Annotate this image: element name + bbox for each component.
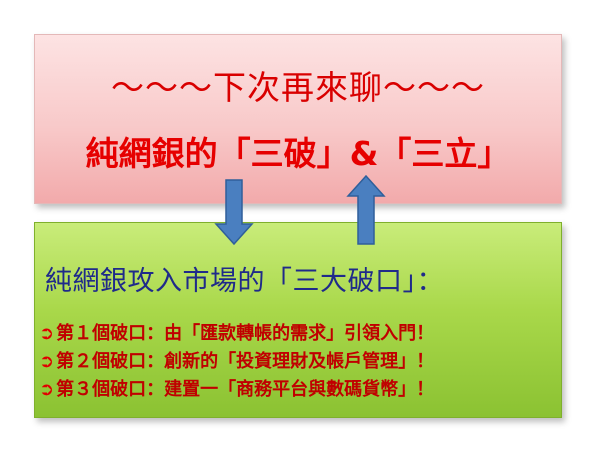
arrow-right-circle-icon: ➲ bbox=[39, 379, 55, 400]
breakthrough-text-1: 第１個破口：由「匯款轉帳的需求」引領入門！ bbox=[56, 323, 435, 344]
breakthrough-text-3: 第３個破口：建置一「商務平台與數碼貨幣」！ bbox=[56, 379, 435, 400]
breakthrough-text-2: 第２個破口：創新的「投資理財及帳戶管理」！ bbox=[56, 351, 435, 372]
arrow-right-circle-icon: ➲ bbox=[39, 351, 55, 372]
bottom-box: 純網銀攻入市場的「三大破口」： ➲第１個破口：由「匯款轉帳的需求」引領入門！ ➲… bbox=[34, 222, 562, 418]
breakthrough-item-1: ➲第１個破口：由「匯款轉帳的需求」引領入門！ bbox=[39, 319, 434, 345]
slide-title: 純網銀的「三破」&「三立」 bbox=[85, 134, 511, 173]
three-breakthroughs-heading: 純網銀攻入市場的「三大破口」： bbox=[45, 266, 444, 297]
see-you-next-time-text: ～～～下次再來聊～～～ bbox=[111, 68, 485, 107]
arrow-right-circle-icon: ➲ bbox=[39, 323, 55, 344]
breakthrough-item-2: ➲第２個破口：創新的「投資理財及帳戶管理」！ bbox=[39, 347, 434, 373]
top-box: ～～～下次再來聊～～～ 純網銀的「三破」&「三立」 bbox=[34, 34, 562, 204]
breakthrough-item-3: ➲第３個破口：建置一「商務平台與數碼貨幣」！ bbox=[39, 375, 434, 401]
